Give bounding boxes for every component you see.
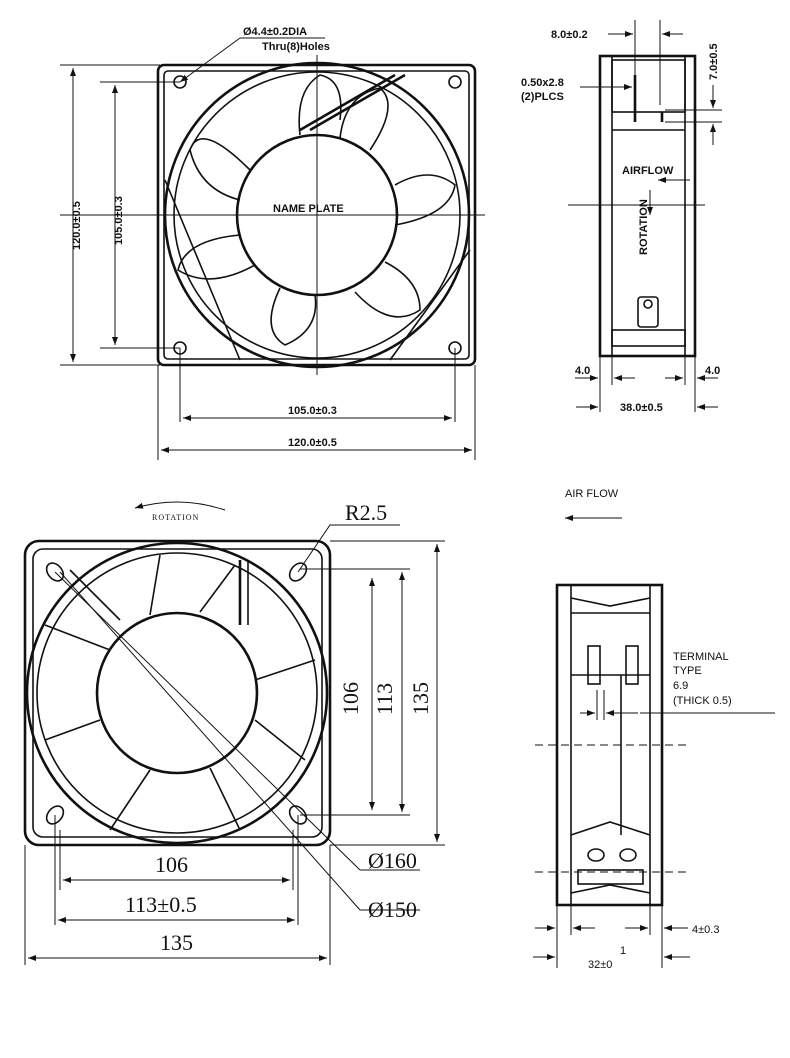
terminal-height-dim: 7.0±0.5: [708, 43, 720, 80]
bottom-side-view: AIR FLOW TERMINAL TYPE 6.9 (THICK 0.5) 4…: [533, 488, 775, 971]
terminal-count-note: (2)PLCS: [521, 91, 564, 103]
v-113-dim: 113: [372, 683, 397, 715]
fan-blades: [177, 74, 456, 346]
inner-width-dim: 105.0±0.3: [288, 405, 337, 417]
terminal-size-note: 0.50x2.8: [521, 77, 564, 89]
terminal-width-label: 6.9: [673, 680, 688, 692]
lead-wire: [299, 73, 406, 132]
h-106-dim: 106: [155, 852, 188, 877]
bottom-front-view: ROTATION R2.5 106 113 135 106 113±0.5 13…: [23, 500, 445, 965]
hub: [95, 611, 259, 775]
outer-height-dim: 120.0±0.5: [71, 201, 83, 250]
terminal-type-label: TYPE: [673, 665, 702, 677]
terminal-thickness-label: (THICK 0.5): [673, 695, 732, 707]
v-135-dim: 135: [408, 682, 433, 715]
rotation-label: ROTATION: [152, 513, 199, 522]
terminal-spacing-dim: 8.0±0.2: [551, 29, 588, 41]
rotation-label: ROTATION: [638, 199, 650, 255]
flange-right-dim: 4.0: [705, 365, 720, 377]
h-113-dim: 113±0.5: [125, 892, 197, 917]
top-front-view: Ø4.4±0.2DIA Thru(8)Holes NAME PLATE 120.…: [60, 26, 485, 460]
radius-dim: R2.5: [345, 500, 387, 525]
v-106-dim: 106: [338, 682, 363, 715]
terminal-label: TERMINAL: [673, 651, 729, 663]
depth-dim: 32±0: [588, 959, 612, 971]
flange-left-dim: 4.0: [575, 365, 590, 377]
h-135-dim: 135: [160, 930, 193, 955]
dia-160-dim: Ø160: [368, 848, 417, 873]
top-side-view: 8.0±0.2 7.0±0.5 0.50x2.8 (2)PLCS AIRFLOW…: [521, 20, 722, 414]
name-plate-label: NAME PLATE: [273, 203, 344, 215]
inner-height-dim: 105.0±0.3: [113, 196, 125, 245]
mount-holes: [45, 562, 308, 825]
airflow-label: AIRFLOW: [622, 165, 674, 177]
airflow-label: AIR FLOW: [565, 488, 619, 500]
terminal: [625, 645, 639, 685]
depth-tolerance: 1: [620, 945, 626, 957]
hole-count-note: Thru(8)Holes: [262, 41, 330, 53]
outer-width-dim: 120.0±0.5: [288, 437, 337, 449]
depth-dim: 38.0±0.5: [620, 402, 663, 414]
hole-note: Ø4.4±0.2DIA: [243, 26, 307, 38]
fan-blades: [44, 554, 316, 831]
flange-dim: 4±0.3: [692, 924, 719, 936]
terminal: [587, 645, 601, 685]
dia-150-dim: Ø150: [368, 897, 417, 922]
